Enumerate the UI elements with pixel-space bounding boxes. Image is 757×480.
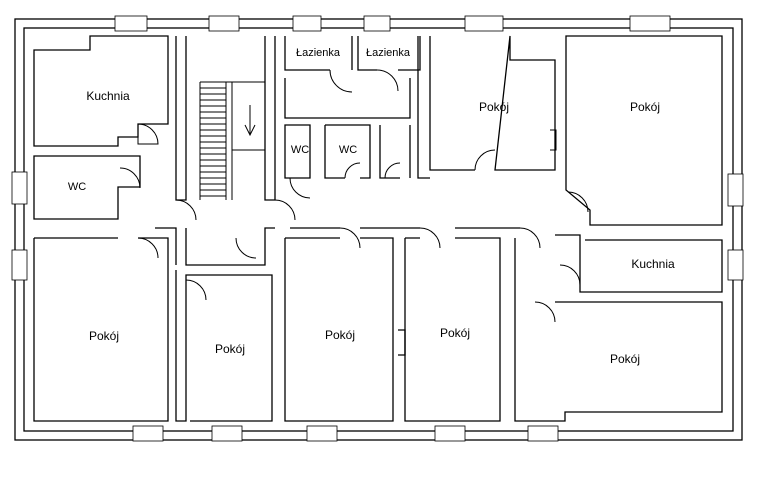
room-label-room-sw: Pokój xyxy=(89,329,119,343)
room-label-room-s-2: Pokój xyxy=(325,328,355,342)
room-label-bathroom-1: Łazienka xyxy=(296,47,341,59)
room-label-kitchen-east: Kuchnia xyxy=(631,257,675,271)
windows-sides xyxy=(11,171,744,281)
room-label-bathroom-2: Łazienka xyxy=(366,47,411,59)
windows-bottom xyxy=(132,425,559,442)
room-label-wc-2: WC xyxy=(339,144,357,156)
room-label-wc-west: WC xyxy=(68,181,86,193)
room-label-room-se: Pokój xyxy=(610,352,640,366)
doors xyxy=(119,69,589,323)
stairs xyxy=(199,82,265,200)
room-label-room-ne-b: Pokój xyxy=(630,100,660,114)
room-label-kitchen-nw: Kuchnia xyxy=(86,89,130,103)
room-label-room-s-1: Pokój xyxy=(215,342,245,356)
room-label-wc-1: WC xyxy=(291,144,309,156)
room-labels: Kuchnia WC Łazienka Łazienka WC WC Pokój… xyxy=(68,47,675,366)
windows-top xyxy=(114,15,671,32)
outer-walls xyxy=(14,18,743,441)
room-label-room-s-3: Pokój xyxy=(440,326,470,340)
room-label-room-ne-a: Pokój xyxy=(479,100,509,114)
